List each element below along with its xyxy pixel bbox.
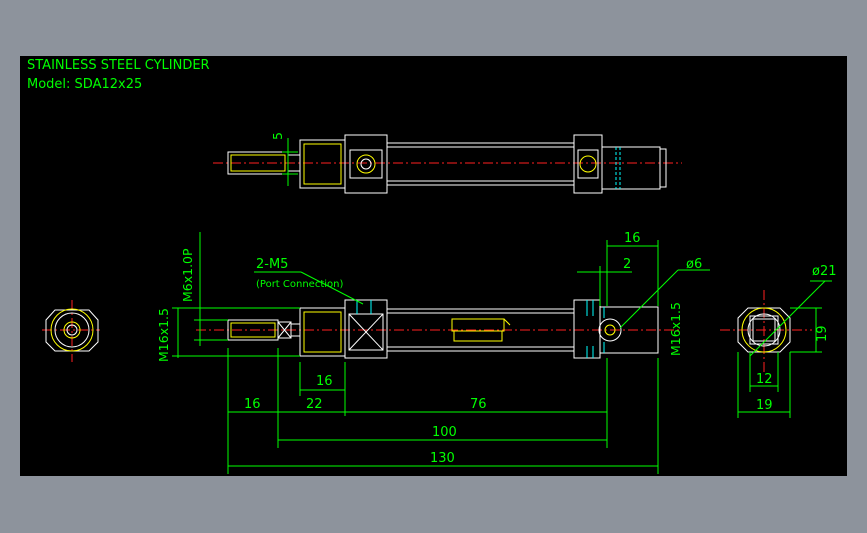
main-side-view — [196, 299, 682, 359]
cad-drawing: STAINLESS STEEL CYLINDER Model: SDA12x25 — [27, 58, 837, 474]
drawing-title: STAINLESS STEEL CYLINDER — [27, 58, 210, 73]
phi6-leader — [619, 269, 710, 329]
dim-m6: M6x1.0P — [180, 248, 195, 302]
dim-phi21: ø21 — [812, 264, 837, 279]
dim-2-m5: 2-M5 — [256, 257, 288, 272]
dim-130: 130 — [430, 451, 455, 466]
bottom-dims — [227, 348, 659, 474]
left-end-view — [42, 300, 100, 362]
model-label: Model: SDA12x25 — [27, 77, 142, 92]
drawing-canvas: STAINLESS STEEL CYLINDER Model: SDA12x25 — [20, 56, 847, 476]
dim-19-bottom: 19 — [756, 398, 773, 413]
dim-100: 100 — [432, 425, 457, 440]
port-leader — [254, 271, 364, 305]
dim-19-right: 19 — [815, 325, 830, 342]
right-end-view — [720, 290, 812, 374]
dim-m16-left: M16x1.5 — [156, 308, 171, 362]
dim-m16-right: M16x1.5 — [668, 302, 683, 356]
dim-16-mid: 16 — [316, 374, 333, 389]
top-view-cylinder — [213, 134, 682, 194]
dim-2: 2 — [623, 257, 631, 272]
dim-16-low: 16 — [244, 397, 261, 412]
dim-22: 22 — [306, 397, 323, 412]
left-vertical-dims — [172, 232, 300, 358]
port-connection-label: (Port Connection) — [256, 279, 343, 290]
top-right-dims — [577, 240, 659, 306]
right-end-dims — [737, 280, 832, 418]
dim-phi6: ø6 — [686, 257, 702, 272]
dim-16-top: 16 — [624, 231, 641, 246]
dim-76: 76 — [470, 397, 487, 412]
dim-12: 12 — [756, 372, 773, 387]
top-dim-5 — [282, 138, 298, 186]
dim-5: 5 — [270, 132, 285, 140]
